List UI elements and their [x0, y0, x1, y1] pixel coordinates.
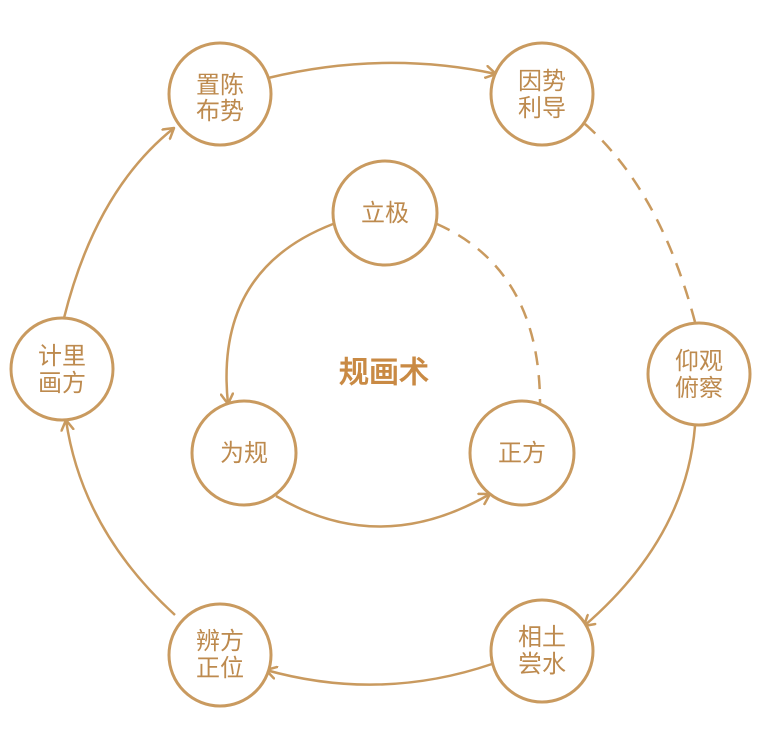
node-label-line-2: 利导	[518, 94, 566, 122]
node-yang-guan-fu-cha: 仰观 俯察	[646, 321, 752, 427]
node-label-line-1: 相土	[518, 623, 566, 651]
node-yin-shi-li-dao: 因势 利导	[489, 41, 595, 147]
center-title: 规画术	[339, 356, 429, 391]
node-li-ji: 立极	[331, 159, 439, 267]
node-zheng-fang: 正方	[468, 399, 576, 507]
node-label-line-2: 布势	[196, 97, 244, 125]
node-label: 为规	[220, 439, 268, 467]
node-label-line-1: 置陈	[196, 71, 244, 99]
edge-xiangtu-to-bianfang	[266, 662, 493, 686]
node-label: 正方	[498, 439, 546, 467]
node-wei-gui: 为规	[190, 399, 298, 507]
node-zhi-chen-bu-shi: 置陈 布势	[167, 41, 273, 147]
edge-weigui-to-zhengfang	[275, 494, 490, 528]
edge-yinshi-to-yangguan	[584, 123, 697, 323]
node-label-line-1: 辨方	[196, 627, 244, 655]
node-label-line-2: 画方	[38, 369, 86, 397]
node-label-line-1: 仰观	[675, 347, 723, 375]
edge-liji-to-zhengfang	[436, 222, 542, 405]
edge-bianfang-to-jili	[66, 420, 176, 616]
node-ji-li-hua-fang: 计里 画方	[9, 316, 115, 422]
node-label-line-1: 因势	[518, 67, 566, 95]
edge-jili-to-zhichen	[62, 128, 174, 319]
edge-liji-to-weigui	[227, 222, 334, 404]
node-label-line-2: 俯察	[675, 374, 723, 402]
node-bian-fang-zheng-wei: 辨方 正位	[167, 602, 273, 708]
node-label-line-1: 计里	[38, 342, 86, 370]
node-label: 立极	[361, 199, 409, 227]
edge-zhichen-to-yinshi	[267, 61, 496, 80]
edge-yangguan-to-xiangtu	[584, 425, 697, 626]
node-label-line-2: 正位	[196, 654, 244, 682]
node-xiang-tu-chang-shui: 相土 尝水	[489, 598, 595, 704]
node-label-line-2: 尝水	[518, 650, 566, 678]
